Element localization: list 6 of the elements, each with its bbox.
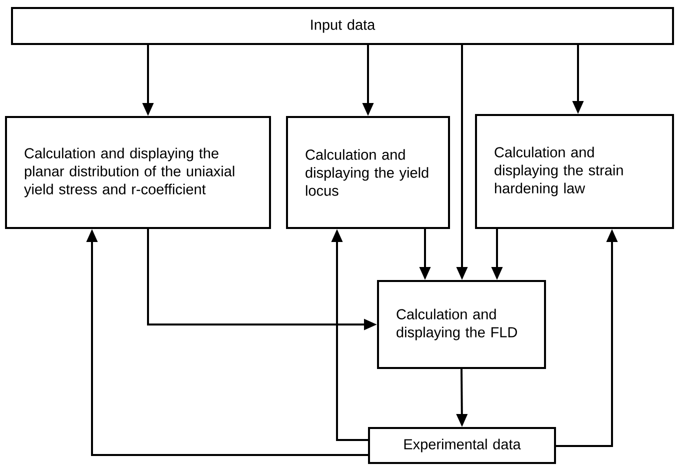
process-box: Calculation and displaying the FLD [377, 280, 546, 369]
process-box: Calculation and displaying the planar distribution of the uniaxial yield stress and r-coefficient [5, 116, 271, 229]
data-box: Input data [11, 7, 674, 45]
process-box: Calculation and displaying the strain hardening law [475, 114, 674, 229]
process-box: Calculation and displaying the yield locus [286, 116, 450, 229]
data-box: Experimental data [368, 427, 556, 464]
